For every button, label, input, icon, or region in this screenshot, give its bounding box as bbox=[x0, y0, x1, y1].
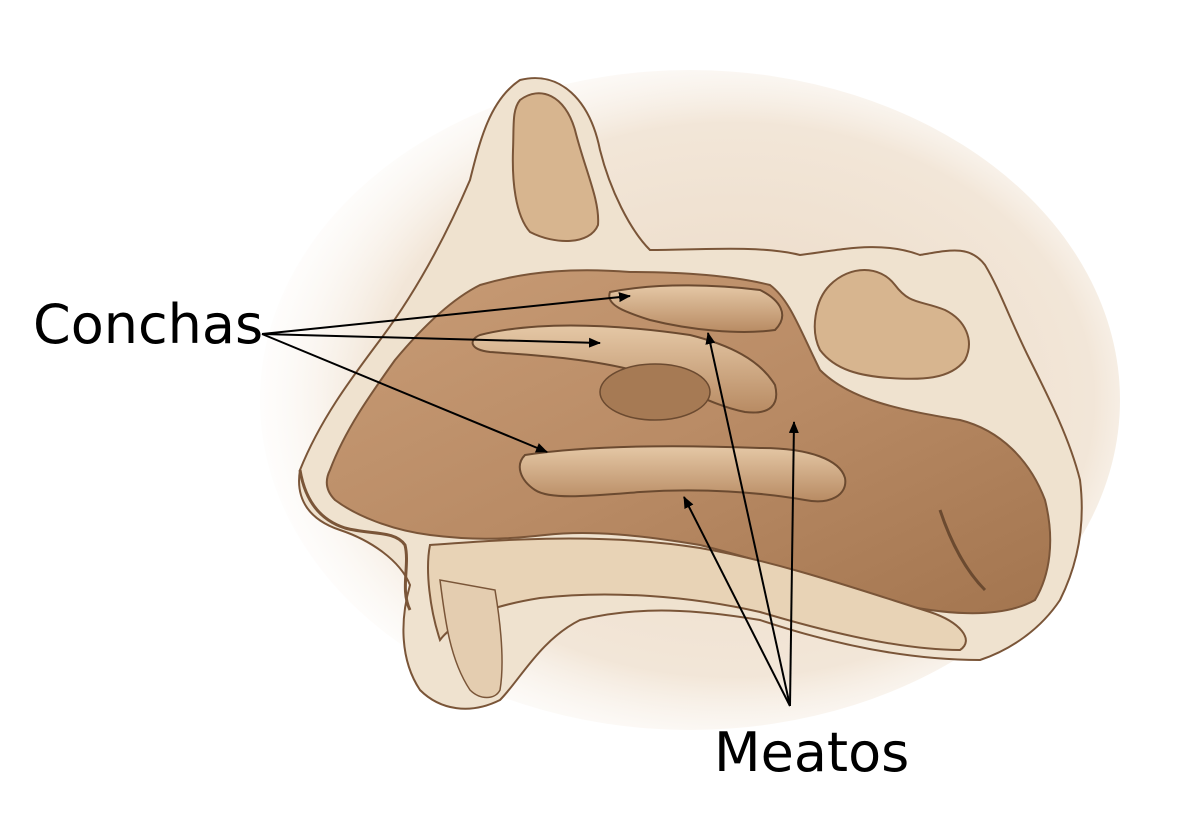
nasal-cavity bbox=[325, 269, 1052, 615]
arrow-to-superior-concha bbox=[261, 292, 631, 335]
arrow-to-middle-concha bbox=[261, 333, 601, 348]
external-nose bbox=[298, 469, 412, 611]
conchas-label: Conchas bbox=[33, 293, 264, 356]
maxilla-tooth-root bbox=[439, 579, 503, 699]
meatos-arrows bbox=[683, 332, 799, 707]
arrow-to-inferior-meatus bbox=[683, 496, 791, 707]
superior-concha bbox=[608, 284, 784, 333]
frontal-sinus bbox=[511, 92, 600, 242]
inferior-concha bbox=[518, 445, 847, 503]
conchas-arrows bbox=[261, 292, 631, 453]
arrow-to-inferior-concha bbox=[261, 333, 548, 453]
cavity-recess bbox=[599, 363, 711, 421]
sphenoid-sinus bbox=[813, 269, 970, 380]
arrow-to-middle-meatus bbox=[705, 332, 791, 707]
pharyngeal-fold bbox=[938, 509, 987, 592]
arrow-to-superior-meatus bbox=[788, 421, 799, 707]
meatos-label: Meatos bbox=[714, 721, 910, 784]
